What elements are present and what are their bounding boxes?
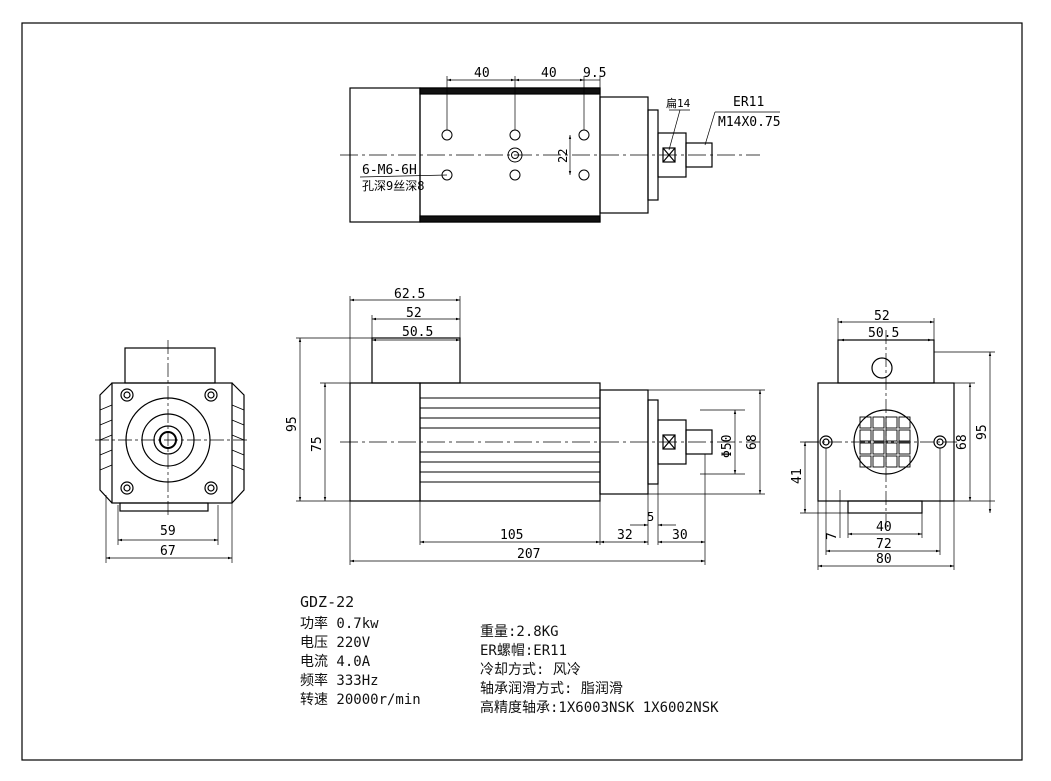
right-dim-40: 40: [876, 520, 892, 535]
right-dim-52: 52: [874, 309, 890, 324]
spec-nut: ER螺帽:ER11: [480, 643, 568, 659]
front-dim-5: 5: [647, 510, 654, 524]
front-dim-52: 52: [406, 306, 422, 321]
specs-right: 重量:2.8KG ER螺帽:ER11 冷却方式: 风冷 轴承润滑方式: 脂润滑 …: [480, 623, 719, 718]
front-dim-dia50: Φ50: [720, 435, 735, 458]
front-dim-105: 105: [500, 528, 523, 543]
front-dim-32: 32: [617, 528, 633, 543]
left-dim-59: 59: [160, 524, 176, 539]
top-dim-22: 22: [556, 149, 570, 163]
top-dim-40a: 40: [474, 66, 490, 81]
spec-frequency: 频率 333Hz: [300, 673, 379, 689]
spec-weight: 重量:2.8KG: [480, 624, 559, 640]
right-dim-41: 41: [790, 468, 805, 484]
front-dim-30: 30: [672, 528, 688, 543]
top-dim-9-5: 9.5: [583, 66, 606, 81]
front-dim-62-5: 62.5: [394, 287, 425, 302]
specs-left: GDZ-22 功率 0.7kw 电压 220V 电流 4.0A 频率 333Hz…: [300, 593, 421, 710]
spec-current: 电流 4.0A: [300, 654, 371, 670]
spec-speed: 转速 20000r/min: [300, 692, 421, 708]
left-dim-67: 67: [160, 544, 176, 559]
spec-lubrication: 轴承润滑方式: 脂润滑: [480, 681, 623, 697]
spec-voltage: 电压 220V: [300, 635, 371, 651]
thread-label: M14X0.75: [718, 115, 781, 130]
front-dim-68: 68: [745, 434, 760, 450]
right-dim-95: 95: [975, 424, 990, 440]
left-end-view: [95, 340, 250, 563]
right-dim-50-5: 50.5: [868, 326, 899, 341]
front-dim-95: 95: [285, 416, 300, 432]
spec-power: 功率 0.7kw: [300, 616, 379, 632]
front-dim-207: 207: [517, 547, 540, 562]
right-dim-80: 80: [876, 552, 892, 567]
front-dim-50-5: 50.5: [402, 325, 433, 340]
model-name: GDZ-22: [300, 593, 355, 611]
hole-callout-2: 孔深9丝深8: [362, 179, 424, 193]
hole-callout-1: 6-M6-6H: [362, 163, 417, 178]
flat-label: 扁14: [666, 97, 691, 110]
spec-cooling: 冷却方式: 风冷: [480, 662, 581, 678]
collet-label: ER11: [733, 95, 764, 110]
right-dim-68: 68: [955, 434, 970, 450]
top-view: [340, 76, 780, 223]
right-dim-7: 7: [825, 532, 840, 540]
right-dim-72: 72: [876, 537, 892, 552]
drawing-frame: [21, 22, 1023, 761]
front-view: [296, 296, 765, 565]
spec-bearings: 高精度轴承:1X6003NSK 1X6002NSK: [480, 700, 719, 716]
front-dim-75: 75: [310, 436, 325, 452]
right-end-view: [800, 318, 995, 570]
top-dim-40b: 40: [541, 66, 557, 81]
